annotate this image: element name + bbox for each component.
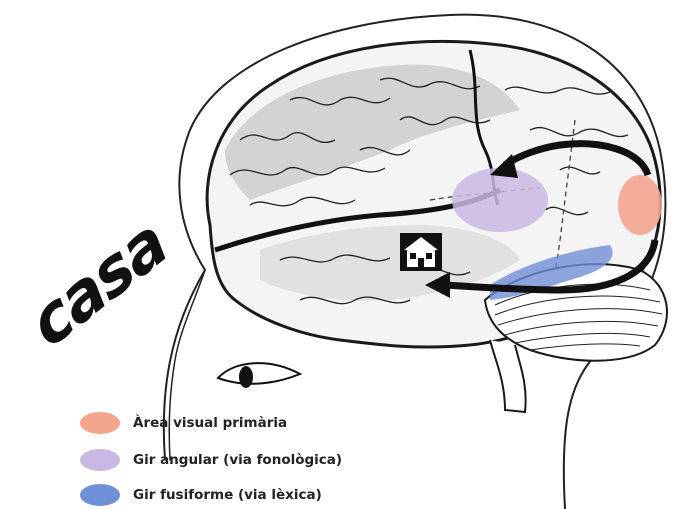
legend-label-visual: Àrea visual primària	[133, 415, 287, 431]
brain-stem	[490, 340, 526, 412]
eye-icon	[218, 363, 300, 388]
face-outline	[169, 270, 205, 460]
legend-swatch-angular	[80, 449, 120, 471]
house-icon	[400, 233, 442, 271]
legend-swatch-fusiform	[80, 484, 120, 506]
region-visual	[618, 175, 662, 235]
legend-swatch-visual	[80, 412, 120, 434]
legend-label-fusiform: Gir fusiforme (via lèxica)	[133, 487, 322, 503]
region-angular	[452, 168, 548, 232]
legend-label-angular: Gir angular (via fonològica)	[133, 452, 342, 468]
